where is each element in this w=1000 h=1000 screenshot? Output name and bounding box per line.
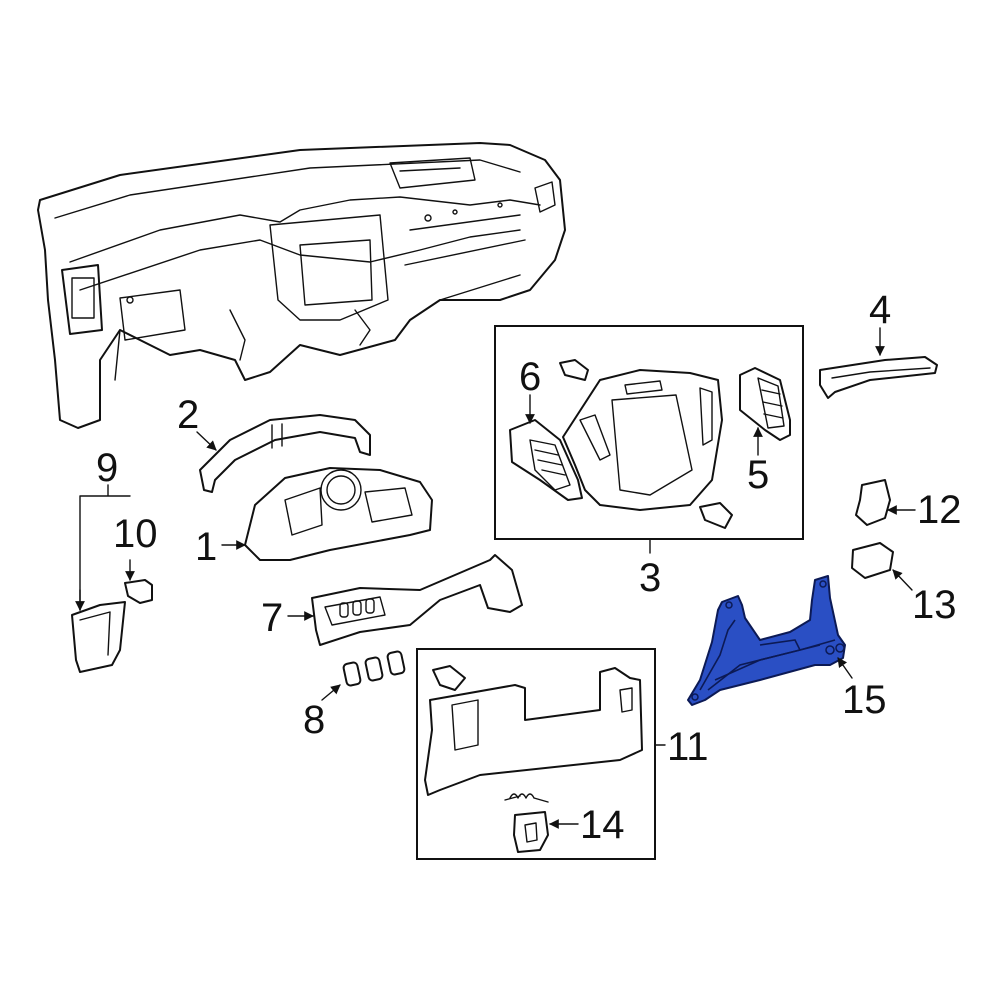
- part-9-side-cover: [71, 601, 126, 673]
- part-3-small-clip-upper: [559, 359, 589, 381]
- part-11-small-clip: [432, 665, 466, 691]
- callout-10[interactable]: 10: [113, 512, 158, 556]
- callout-12[interactable]: 12: [917, 488, 962, 532]
- callout-8[interactable]: 8: [303, 698, 326, 742]
- callout-11[interactable]: 11: [667, 725, 709, 769]
- callout-13[interactable]: 13: [912, 583, 957, 627]
- callout-5[interactable]: 5: [747, 453, 770, 497]
- callout-2[interactable]: 2: [177, 393, 200, 437]
- group-box-3: [494, 325, 804, 540]
- part-7-switch-panel-bezel: [311, 554, 523, 646]
- part-14-spring: [504, 793, 549, 803]
- part-12-clip: [855, 479, 891, 526]
- part-11-lower-panel: [424, 667, 643, 796]
- callout-14[interactable]: 14: [580, 803, 625, 847]
- leader-lines: [75, 327, 916, 829]
- part-2-cluster-upper-trim: [199, 414, 371, 493]
- part-14-handle: [513, 811, 549, 853]
- callout-4[interactable]: 4: [869, 288, 892, 332]
- part-13-clip: [851, 542, 894, 579]
- callout-1[interactable]: 1: [195, 525, 218, 569]
- callout-3[interactable]: 3: [639, 556, 662, 600]
- part-3-center-bezel: [562, 369, 723, 511]
- callout-6[interactable]: 6: [519, 355, 542, 399]
- part-3-small-clip-lower: [699, 502, 733, 529]
- group-box-11: [416, 648, 656, 860]
- callout-7[interactable]: 7: [261, 596, 284, 640]
- part-8-switch-caps: [342, 650, 406, 687]
- part-6-left-vent: [509, 419, 583, 501]
- part-10-side-clip: [124, 579, 153, 604]
- dashboard-main-panel: [37, 142, 566, 429]
- part-4-right-trim-strip: [819, 356, 938, 399]
- part-5-right-vent: [739, 367, 791, 441]
- callout-15[interactable]: 15: [842, 678, 887, 722]
- part-15-knee-bolster-reinforcement[interactable]: [687, 575, 846, 706]
- callout-9[interactable]: 9: [96, 446, 119, 490]
- part-1-cluster-bezel: [244, 467, 433, 561]
